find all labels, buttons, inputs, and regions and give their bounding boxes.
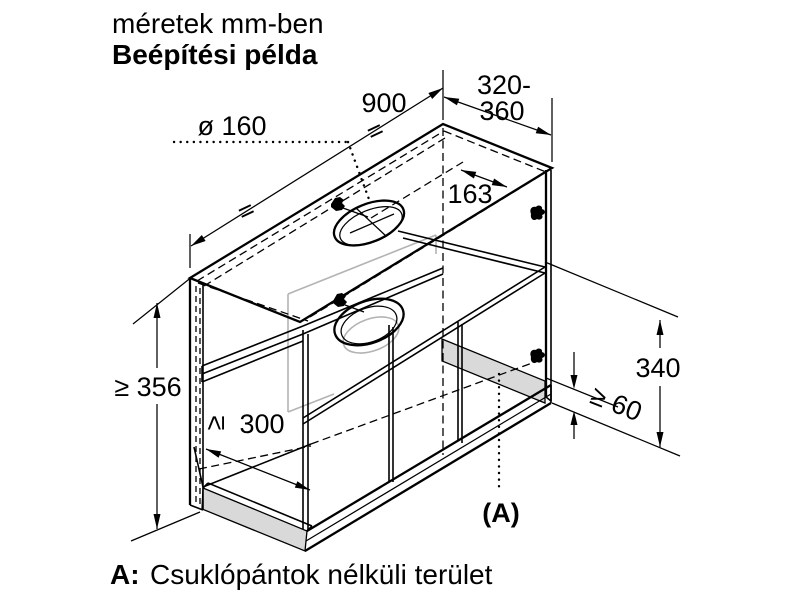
- hinge-free-area-strip: [441, 338, 546, 404]
- dim-depth-clearance-value: 300: [239, 409, 284, 439]
- hinge-icons: [530, 205, 545, 364]
- dim-niche-height: ≥ 356: [114, 372, 181, 402]
- duct-hole: [331, 197, 406, 247]
- dimension-lines: [130, 70, 681, 542]
- footnote-prefix: A:: [110, 559, 140, 590]
- centered-mark-right: =: [362, 114, 389, 148]
- dim-cabinet-depth-line2: 360: [479, 96, 524, 126]
- dim-depth-clearance-symbol: ≥: [200, 416, 230, 431]
- dim-hole-diameter: ø 160: [197, 111, 266, 141]
- hinge-icon-bottom: [530, 348, 545, 364]
- pullout-visor-side: [201, 487, 308, 552]
- dim-cabinet-width: 900: [361, 88, 406, 118]
- page-title: Beépítési példa: [112, 39, 318, 70]
- dim-hinge-free-height: ≥ 60: [586, 380, 646, 427]
- dim-hole-to-front: 163: [447, 179, 492, 209]
- footnote-text: Csuklópántok nélküli terület: [150, 559, 493, 590]
- duct-collar: [333, 293, 405, 347]
- duct-clamp-icon: [331, 197, 345, 211]
- dim-cabinet-depth-line1: 320-: [477, 70, 531, 100]
- dim-hood-height: 340: [635, 353, 680, 383]
- hinge-icon-top: [530, 205, 545, 221]
- centered-mark-left: =: [233, 194, 260, 228]
- dotted-leaders: [172, 140, 501, 491]
- collar-clamp-icon: [333, 293, 347, 307]
- area-marker-label: (A): [482, 498, 519, 528]
- units-note: méretek mm-ben: [112, 8, 324, 39]
- cabinet-outline: [187, 122, 555, 552]
